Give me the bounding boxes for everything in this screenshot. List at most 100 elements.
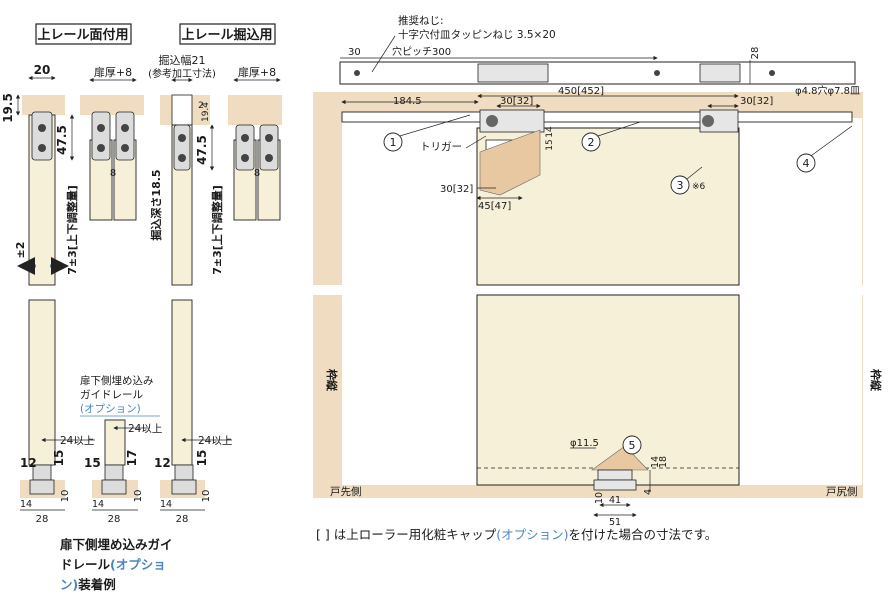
cutaway [479, 129, 541, 196]
dim-10a: 10 [60, 490, 71, 503]
title-recessed: 上レール掘込用 [181, 27, 272, 43]
hole-pitch: 穴ピッチ300 [392, 45, 451, 58]
dim-19-5: 19.5 [1, 93, 15, 123]
dim-10-center: 10 [594, 492, 605, 504]
title-surface: 上レール面付用 [37, 27, 128, 43]
hole-spec: φ4.8穴φ7.8皿 [795, 84, 860, 97]
trigger-label: トリガー [420, 141, 462, 153]
dim-15b: 15 [84, 456, 101, 470]
callout-3: 3 ※6 [670, 175, 706, 195]
dim-30-32a: 30[32] [500, 96, 533, 107]
dim-15c: 15 [195, 450, 209, 467]
floor-strip [313, 485, 863, 498]
dim-14c: 14 [160, 499, 172, 510]
bracket-note-b: を付けた場合の寸法です。 [568, 527, 718, 542]
top-rail [339, 61, 856, 85]
dim-28c: 28 [176, 514, 189, 525]
dim-450: 450[452] [558, 86, 604, 97]
dim-24a: 24以上 [60, 435, 94, 447]
title-recessed-box: 上レール掘込用 [179, 23, 276, 45]
screw-spec: 十字穴付皿タッピンねじ 3.5×20 [398, 28, 556, 41]
example-option: (オプション) [60, 557, 166, 592]
frame-right-label: 枠縦 [869, 369, 883, 392]
lateral-adjust: ±2 [14, 242, 27, 259]
door-thickness-b: 扉厚+8 [238, 66, 276, 79]
dim-20: 20 [34, 63, 51, 77]
svg-text:3: 3 [677, 179, 684, 192]
ceiling-blocks [22, 95, 282, 125]
dim-19-4: 19.4 [201, 102, 211, 122]
dim-14a: 14 [20, 499, 32, 510]
dim-30: 30 [348, 47, 361, 58]
bracket-note: [ ] は上ローラー用化粧キャップ(オプション)を付けた場合の寸法です。 [316, 524, 717, 543]
groove-depth: 掘込深さ18.5 [149, 169, 163, 240]
top-dim-lines [340, 35, 751, 84]
note-6: ※6 [692, 182, 706, 192]
door-lower [476, 294, 740, 486]
dim-184-5: 184.5 [393, 96, 422, 107]
dim-8a: 8 [110, 168, 116, 179]
dim-15a: 15 [52, 450, 66, 467]
bracket-note-a: [ ] は上ローラー用化粧キャップ [316, 527, 497, 542]
groove-width-ref: (参考加工寸法) [148, 67, 216, 80]
dim-14: 14 [545, 126, 555, 138]
dim-4: 4 [643, 489, 654, 495]
dim-18: 18 [658, 456, 669, 468]
guide-rail-label-2: ガイドレール [80, 389, 143, 401]
dim-28a: 28 [36, 514, 49, 525]
dim-30-32b: 30[32] [740, 96, 773, 107]
callout-4: 4 [796, 153, 816, 173]
door-rear-side: 戸尻側 [826, 485, 858, 498]
roller-hardware [31, 111, 279, 171]
groove-cut [171, 94, 193, 126]
floor-guides [29, 464, 197, 495]
dim-24c: 24以上 [198, 435, 232, 447]
adjust-range-b: 7±3[上下調整量] [210, 185, 224, 275]
install-example-caption: 扉下側埋め込みガイドレール(オプション)装着例 [60, 535, 175, 595]
example-a: 扉下側埋め込みガイドレール [60, 537, 173, 572]
dim-10b: 10 [133, 490, 144, 503]
roller-wheels [38, 124, 273, 162]
svg-text:5: 5 [629, 439, 636, 452]
rail-in-frame [341, 111, 853, 123]
dim-51: 51 [609, 517, 621, 528]
dim-30-32c: 30[32] [440, 184, 473, 195]
svg-text:2: 2 [588, 136, 595, 149]
adjust-range-a: 7±3[上下調整量] [65, 185, 79, 275]
dim-12a: 12 [20, 456, 37, 470]
left-dim-lines [15, 75, 281, 511]
screw-label: 推奨ねじ: [398, 14, 444, 27]
guide-rail-label-1: 扉下側埋め込み [80, 374, 154, 387]
dim-45-47: 45[47] [478, 201, 511, 212]
groove-width: 掘込幅21 [159, 53, 206, 67]
callout-5: 5 [622, 435, 642, 455]
bracket-note-option: (オプション) [496, 527, 569, 542]
callout-1: 1 [383, 132, 403, 152]
dim-28-top: 28 [750, 47, 761, 60]
dim-24b: 24以上 [128, 423, 162, 435]
door-tip-side: 戸先側 [330, 485, 362, 498]
dim-28b: 28 [108, 514, 121, 525]
svg-text:1: 1 [390, 136, 397, 149]
svg-text:4: 4 [803, 157, 810, 170]
dim-14b: 14 [92, 499, 104, 510]
dim-11-5: φ11.5 [570, 438, 599, 449]
door-thickness-a: 扉厚+8 [94, 66, 132, 79]
guide-rail-option: (オプション) [80, 403, 141, 415]
title-surface-box: 上レール面付用 [35, 23, 132, 45]
dim-10c: 10 [201, 490, 212, 503]
dim-12b: 12 [154, 456, 171, 470]
callout-2: 2 [581, 132, 601, 152]
dim-47-5b: 47.5 [195, 135, 209, 165]
example-b: 装着例 [78, 577, 116, 592]
dim-8b: 8 [254, 168, 260, 179]
dim-41: 41 [609, 495, 621, 506]
dim-15: 15 [545, 139, 555, 150]
center-floor-guide [591, 445, 649, 491]
dim-17: 17 [125, 450, 139, 467]
dim-2: 2 [198, 101, 204, 111]
frame-left-label: 枠縦 [325, 369, 339, 392]
dim-47-5a: 47.5 [55, 125, 69, 155]
right-dim-lines [341, 93, 853, 518]
